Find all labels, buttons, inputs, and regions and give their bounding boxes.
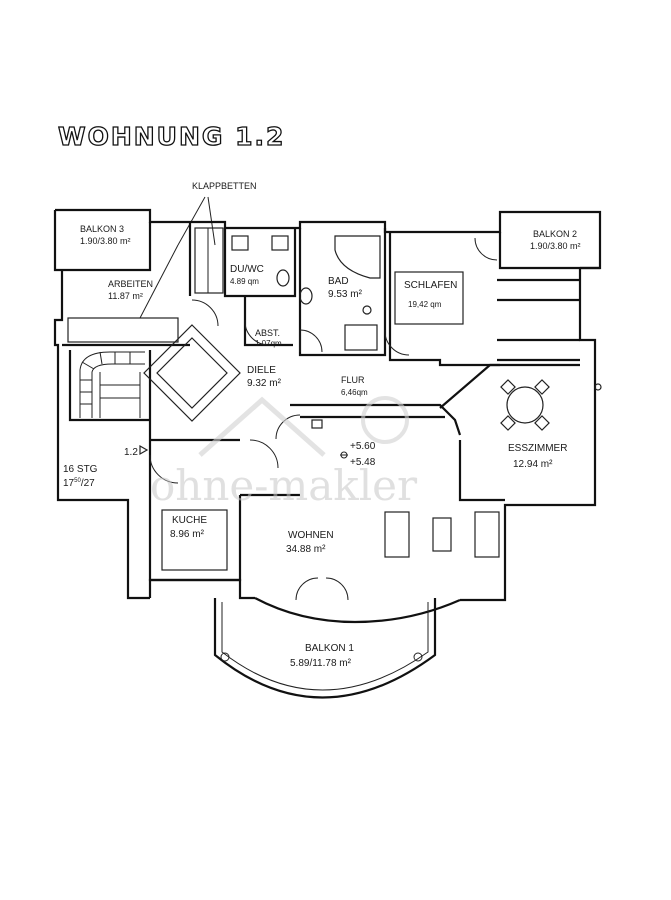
room-diele-area: 9.32 m² — [247, 378, 282, 389]
room-kuche-name: KUCHE — [172, 515, 207, 526]
room-balkon1-name: BALKON 1 — [305, 643, 354, 654]
room-wohnen-area: 34.88 m² — [286, 544, 326, 555]
room-esszimmer-area: 12.94 m² — [513, 459, 553, 470]
room-schlafen-area: 19,42 qm — [408, 300, 442, 309]
callout-klappbetten: KLAPPBETTEN — [192, 181, 257, 191]
watermark-text: ohne-makler — [150, 461, 418, 510]
room-abst-name: ABST. — [255, 328, 280, 338]
doors — [149, 237, 498, 601]
watermark: ohne-makler — [150, 396, 418, 510]
room-arbeiten-area: 11.87 m² — [108, 291, 143, 301]
room-flur-area: 6,46qm — [341, 388, 368, 397]
room-wohnen-name: WOHNEN — [288, 530, 334, 541]
room-bad-area: 9.53 m² — [328, 289, 363, 300]
stair-rise: 1750/27 — [63, 478, 95, 489]
room-balkon3-name: BALKON 3 — [80, 224, 124, 234]
room-arbeiten-name: ARBEITEN — [108, 279, 153, 289]
room-flur-name: FLUR — [341, 375, 365, 385]
room-balkon2-name: BALKON 2 — [533, 229, 577, 239]
room-balkon2-area: 1.90/3.80 m² — [530, 241, 581, 251]
plan-title: WOHNUNG 1.2 — [58, 122, 285, 151]
level-mark-2: +5.48 — [350, 457, 376, 468]
exterior-walls — [53, 208, 602, 624]
room-abst-area: 1.07qm — [255, 339, 282, 348]
room-diele-name: DIELE — [247, 365, 276, 376]
room-balkon1-area: 5.89/11.78 m² — [290, 658, 352, 669]
room-duwc-name: DU/WC — [230, 264, 264, 275]
balkon-1-outline — [213, 598, 437, 699]
staircase — [79, 351, 149, 456]
level-mark-1: +5.60 — [350, 441, 376, 452]
room-kuche-area: 8.96 m² — [170, 529, 205, 540]
interior-walls — [62, 222, 580, 582]
room-balkon3-area: 1.90/3.80 m² — [80, 236, 131, 246]
stair-unit-label: 1.2 — [124, 447, 138, 458]
fixtures — [67, 227, 602, 571]
callout-leaders — [139, 196, 216, 319]
room-duwc-area: 4.89 qm — [230, 277, 259, 286]
stair-steps-label: 16 STG — [63, 464, 98, 475]
room-schlafen-name: SCHLAFEN — [404, 280, 457, 291]
room-bad-name: BAD — [328, 276, 349, 287]
room-esszimmer-name: ESSZIMMER — [508, 443, 567, 454]
room-labels: BALKON 3 1.90/3.80 m² BALKON 2 1.90/3.80… — [63, 224, 581, 669]
